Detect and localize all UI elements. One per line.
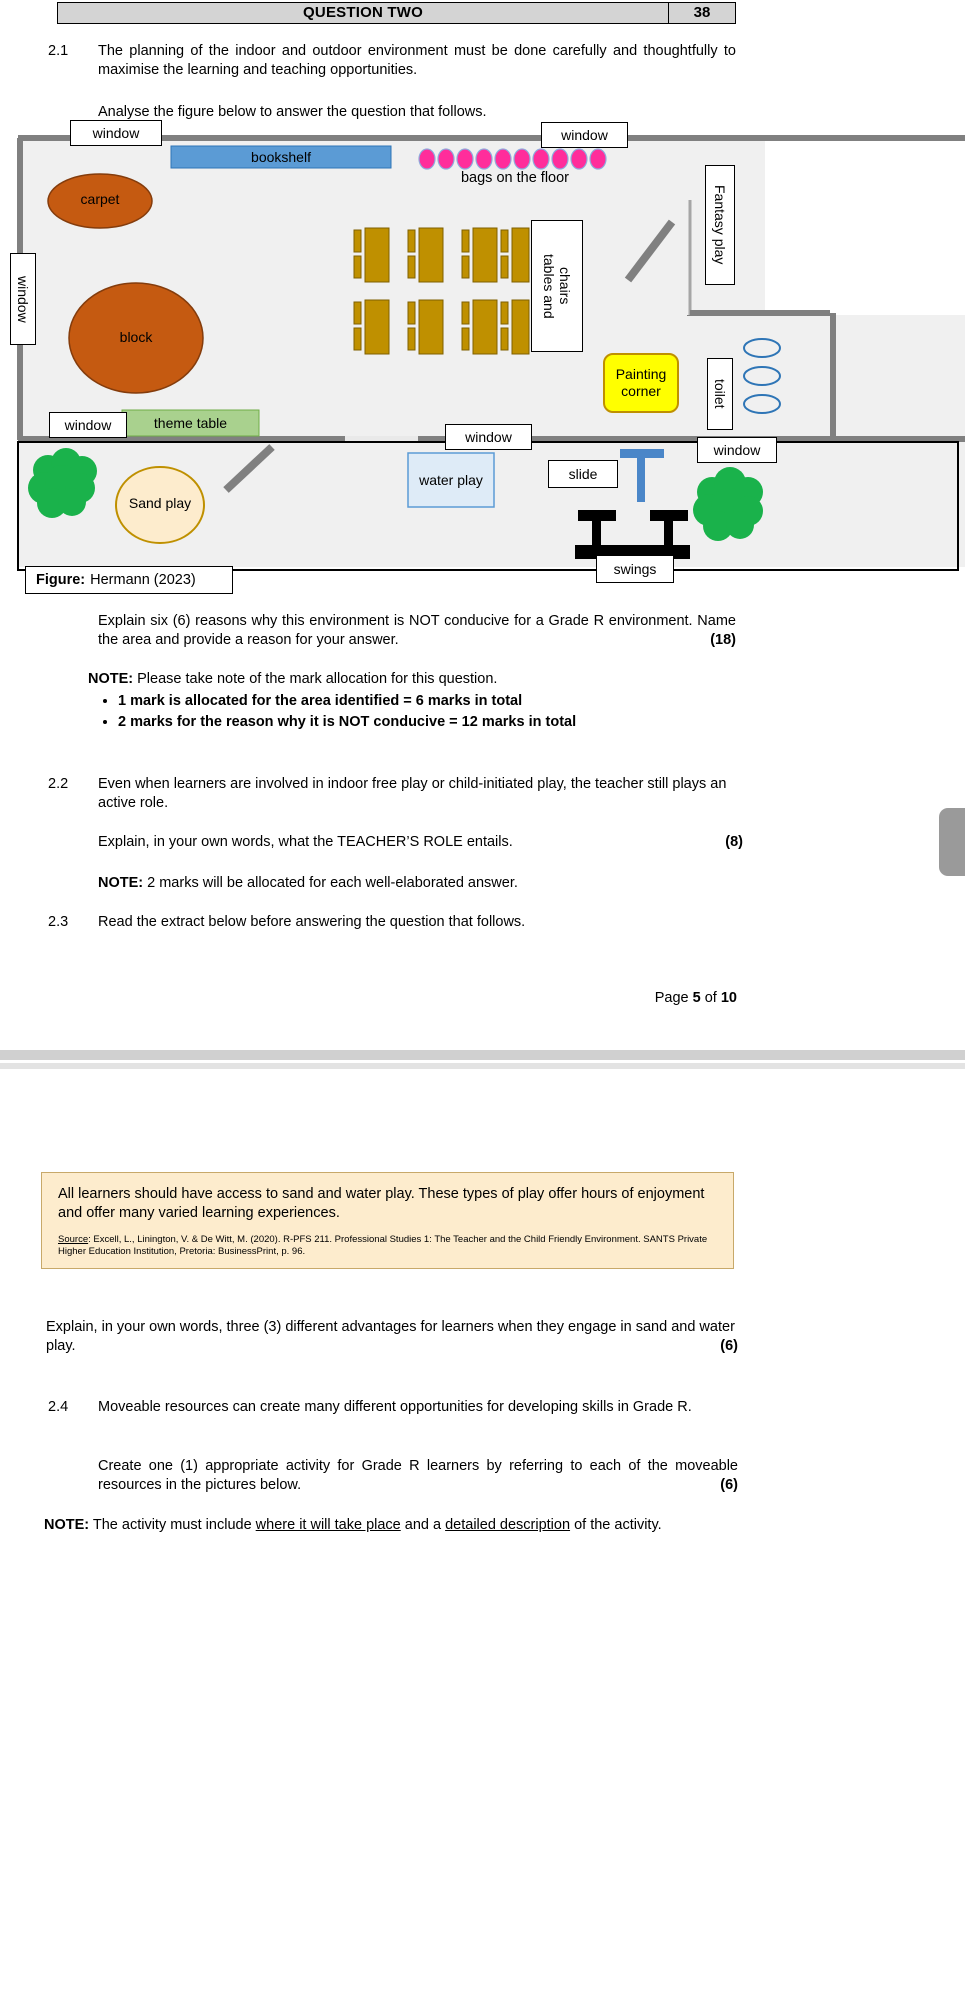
label-block: block — [119, 329, 153, 345]
label-slide: slide — [548, 460, 618, 488]
question-2-4-note: NOTE: The activity must include where it… — [44, 1516, 738, 1535]
question-2-1-intro: The planning of the indoor and outdoor e… — [98, 43, 736, 78]
note-mid-2-4: and a — [400, 1517, 446, 1533]
label-swings: swings — [596, 555, 674, 583]
note-label-2-2: NOTE: — [98, 875, 144, 891]
question-number-2-4: 2.4 — [48, 1399, 69, 1415]
note-underline-2: detailed description — [445, 1517, 571, 1533]
classroom-layout-figure: window window window window window windo… — [0, 120, 965, 595]
label-window-bottom-left: window — [49, 412, 127, 438]
question-2-3-body: Explain, in your own words, three (3) di… — [46, 1319, 735, 1354]
figure-caption: Figure: Hermann (2023) — [25, 566, 233, 594]
label-tables-and-chairs: tables and chairs — [531, 220, 583, 352]
label-toilet: toilet — [707, 358, 733, 430]
source-label: Source — [58, 1234, 89, 1245]
page-side-tab — [939, 808, 965, 876]
question-2-2-body: Explain, in your own words, what the TEA… — [98, 834, 513, 850]
question-2-4-intro: Moveable resources can create many diffe… — [98, 1399, 692, 1415]
note-underline-1: where it will take place — [255, 1517, 401, 1533]
label-window-top-left: window — [70, 120, 162, 146]
label-fantasy-play: Fantasy play — [705, 165, 735, 285]
question-2-2-intro: Even when learners are involved in indoo… — [98, 776, 727, 811]
mark-allocation-bullets: 1 mark is allocated for the area identif… — [100, 692, 758, 734]
question-2-3-marks: (6) — [720, 1338, 738, 1354]
question-2-2-marks: (8) — [725, 834, 743, 850]
note-prefix-2-4: The activity must include — [89, 1517, 256, 1533]
question-total-marks: 38 — [668, 3, 735, 23]
source-extract-box: All learners should have access to sand … — [41, 1172, 734, 1269]
question-title: QUESTION TWO — [303, 4, 423, 21]
question-2-1-marks: (18) — [710, 632, 736, 648]
question-number-2-3: 2.3 — [48, 914, 69, 930]
painting-corner-line-2: corner — [621, 383, 661, 399]
figure-caption-label: Figure: — [36, 572, 86, 588]
question-2-4-body: Create one (1) appropriate activity for … — [98, 1458, 738, 1493]
page-separator-bottom — [0, 1063, 965, 1069]
question-2-1-body: Explain six (6) reasons why this environ… — [98, 613, 736, 648]
question-2-3-text: Explain, in your own words, three (3) di… — [46, 1318, 738, 1356]
question-header-bar: QUESTION TWO 38 — [57, 2, 736, 24]
page-total: 10 — [720, 990, 737, 1006]
bullet-item: 1 mark is allocated for the area identif… — [118, 692, 758, 711]
label-carpet: carpet — [80, 191, 120, 207]
label-window-bottom-right: window — [697, 437, 777, 463]
label-window-bottom-mid: window — [445, 424, 532, 450]
analyse-instruction: Analyse the figure below to answer the q… — [98, 104, 487, 120]
tables-line-1: tables and — [541, 253, 557, 319]
question-number-2-1: 2.1 — [48, 43, 69, 59]
label-bookshelf: bookshelf — [251, 149, 311, 165]
note-text-2-1: Please take note of the mark allocation … — [137, 671, 498, 687]
question-2-2-text: Explain, in your own words, what the TEA… — [98, 833, 743, 852]
note-label-2-1: NOTE: — [88, 671, 134, 687]
label-bags-on-floor: bags on the floor — [460, 170, 570, 186]
label-painting-corner: Painting corner — [604, 354, 678, 412]
painting-corner-line-1: Painting — [615, 366, 667, 382]
figure-caption-text: Hermann (2023) — [90, 572, 196, 588]
question-2-4-marks: (6) — [720, 1477, 738, 1493]
question-2-2-note: NOTE: 2 marks will be allocated for each… — [98, 874, 743, 893]
page-label-prefix: Page — [654, 990, 693, 1006]
extract-text: All learners should have access to sand … — [58, 1186, 705, 1221]
question-number-2-2: 2.2 — [48, 776, 69, 792]
question-2-1-text: Explain six (6) reasons why this environ… — [98, 612, 736, 650]
note-label-2-4: NOTE: — [44, 1517, 90, 1533]
label-water-play: water play — [419, 472, 483, 488]
extract-source: Source: Excell, L., Linington, V. & De W… — [58, 1234, 717, 1258]
label-window-left: window — [10, 253, 36, 345]
page-current: 5 — [692, 990, 701, 1006]
figure-svg — [17, 135, 965, 571]
label-sand-play: Sand play — [128, 495, 192, 511]
source-text: : Excell, L., Linington, V. & De Witt, M… — [58, 1234, 708, 1257]
note-suffix-2-4: of the activity. — [570, 1517, 662, 1533]
question-2-1-note: NOTE: Please take note of the mark alloc… — [88, 670, 738, 689]
page-separator-top — [0, 1050, 965, 1060]
tables-line-2: chairs — [557, 267, 573, 305]
label-theme-table: theme table — [153, 415, 228, 431]
note-text-2-2: 2 marks will be allocated for each well-… — [147, 875, 518, 891]
bullet-item: 2 marks for the reason why it is NOT con… — [118, 713, 758, 732]
page-of: of — [700, 990, 721, 1006]
page-footer: Page 5 of 10 — [655, 990, 737, 1006]
label-window-top-right: window — [541, 122, 628, 148]
question-2-4-text: Create one (1) appropriate activity for … — [98, 1457, 738, 1495]
question-2-3-intro: Read the extract below before answering … — [98, 914, 526, 930]
